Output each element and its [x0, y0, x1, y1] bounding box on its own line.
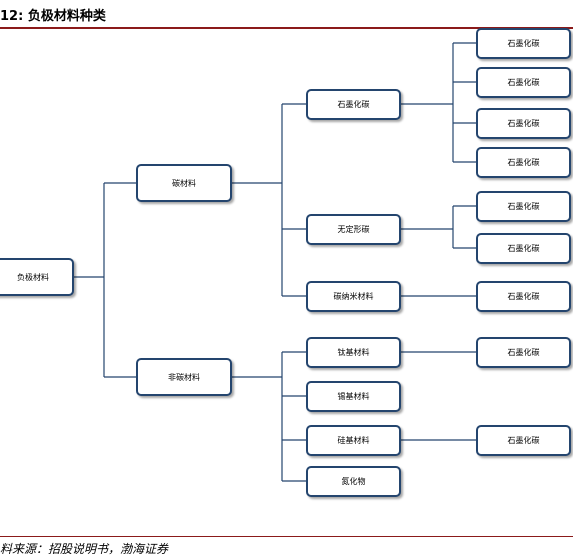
node-non-carbon: 非碳材料 [136, 358, 232, 396]
page-header: 12: 负极材料种类 [0, 0, 573, 30]
node-leaf: 石墨化碳 [476, 191, 571, 222]
node-leaf: 石墨化碳 [476, 281, 571, 312]
header-rule [0, 27, 573, 29]
node-carbon: 碳材料 [136, 164, 232, 202]
node-amorphous: 无定形碳 [306, 214, 401, 245]
node-leaf: 石墨化碳 [476, 67, 571, 98]
node-leaf: 石墨化碳 [476, 233, 571, 264]
node-nano: 碳纳米材料 [306, 281, 401, 312]
node-root: 负极材料 [0, 258, 74, 296]
footer-rule [0, 536, 573, 537]
source-note: 料来源：招股说明书，渤海证券 [0, 542, 169, 556]
node-leaf: 石墨化碳 [476, 337, 571, 368]
node-titanium: 钛基材料 [306, 337, 401, 368]
node-silicon: 硅基材料 [306, 425, 401, 456]
node-nitride: 氮化物 [306, 466, 401, 497]
node-tin: 锡基材料 [306, 381, 401, 412]
diagram-title: 12: 负极材料种类 [0, 9, 106, 24]
node-graphitized: 石墨化碳 [306, 89, 401, 120]
node-leaf: 石墨化碳 [476, 425, 571, 456]
node-leaf: 石墨化碳 [476, 108, 571, 139]
node-leaf: 石墨化碳 [476, 147, 571, 178]
node-leaf: 石墨化碳 [476, 28, 571, 59]
